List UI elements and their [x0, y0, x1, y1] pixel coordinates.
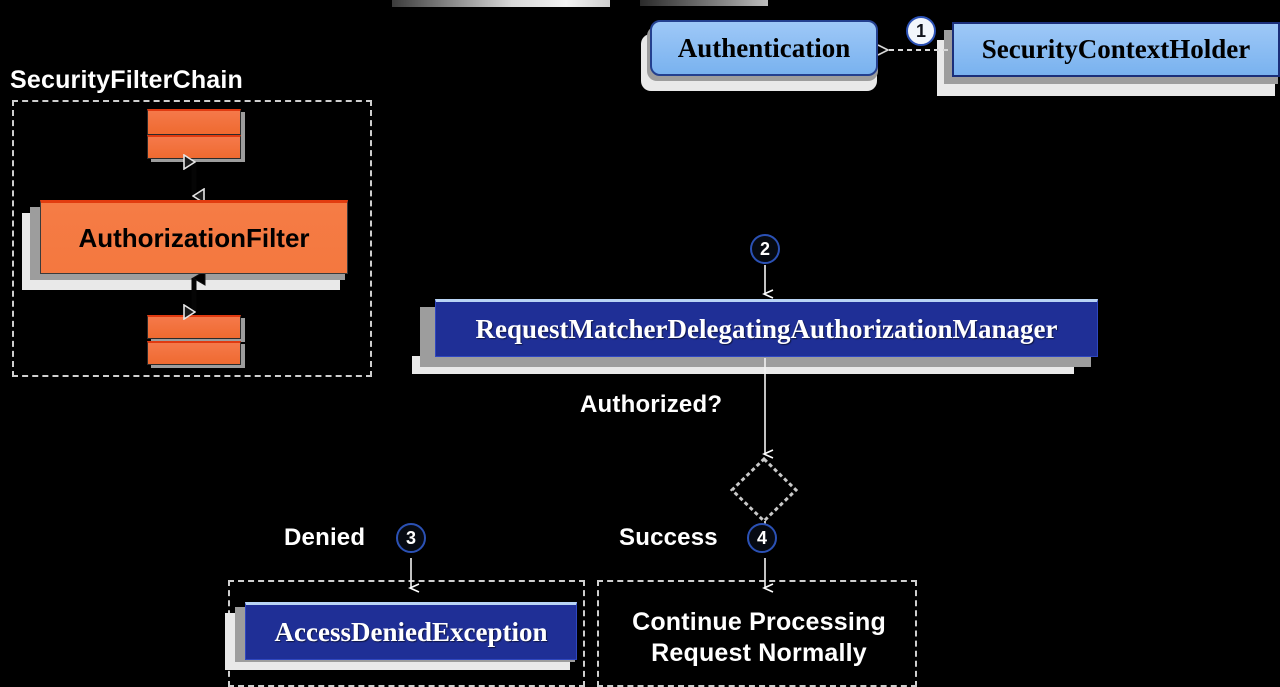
- clipped-shadow-strip-right: [640, 0, 768, 6]
- filter-bar-2: [147, 135, 241, 159]
- step-marker-2: 2: [750, 234, 780, 264]
- filter-bar-1: [147, 109, 241, 135]
- step-marker-4: 4: [747, 523, 777, 553]
- continue-processing-label-line1: Continue Processing: [632, 608, 886, 636]
- access-denied-exception-node[interactable]: AccessDeniedException: [245, 602, 577, 660]
- step-marker-3: 3: [396, 523, 426, 553]
- authorized-edge-label: Authorized?: [580, 391, 723, 418]
- step-marker-1: 1: [906, 16, 936, 46]
- authorization-filter-node[interactable]: AuthorizationFilter: [40, 200, 348, 274]
- decision-diamond: [729, 456, 799, 524]
- authentication-label: Authentication: [677, 32, 851, 63]
- clipped-shadow-strip-left: [392, 0, 610, 7]
- success-edge-label: Success: [619, 524, 718, 551]
- security-context-holder-node[interactable]: SecurityContextHolder: [952, 22, 1280, 77]
- continue-processing-label-line2: Request Normally: [651, 639, 867, 667]
- access-denied-exception-label: AccessDeniedException: [274, 616, 548, 647]
- denied-edge-label: Denied: [284, 524, 366, 551]
- request-matcher-delegating-authorization-manager-node[interactable]: RequestMatcherDelegatingAuthorizationMan…: [435, 299, 1098, 357]
- request-matcher-label: RequestMatcherDelegatingAuthorizationMan…: [475, 313, 1058, 344]
- step-marker-4-number: 4: [756, 527, 767, 548]
- security-filter-chain-label: SecurityFilterChain: [10, 66, 244, 94]
- success-group: [597, 580, 917, 687]
- security-context-holder-label: SecurityContextHolder: [981, 34, 1251, 64]
- security-filter-chain-group: [12, 100, 372, 377]
- step-marker-1-number: 1: [915, 20, 926, 41]
- authentication-node[interactable]: Authentication: [650, 20, 878, 76]
- filter-bar-3: [147, 315, 241, 339]
- authorization-filter-label: AuthorizationFilter: [78, 222, 310, 253]
- step-marker-3-number: 3: [405, 527, 416, 548]
- step-marker-2-number: 2: [759, 238, 770, 259]
- filter-bar-4: [147, 341, 241, 365]
